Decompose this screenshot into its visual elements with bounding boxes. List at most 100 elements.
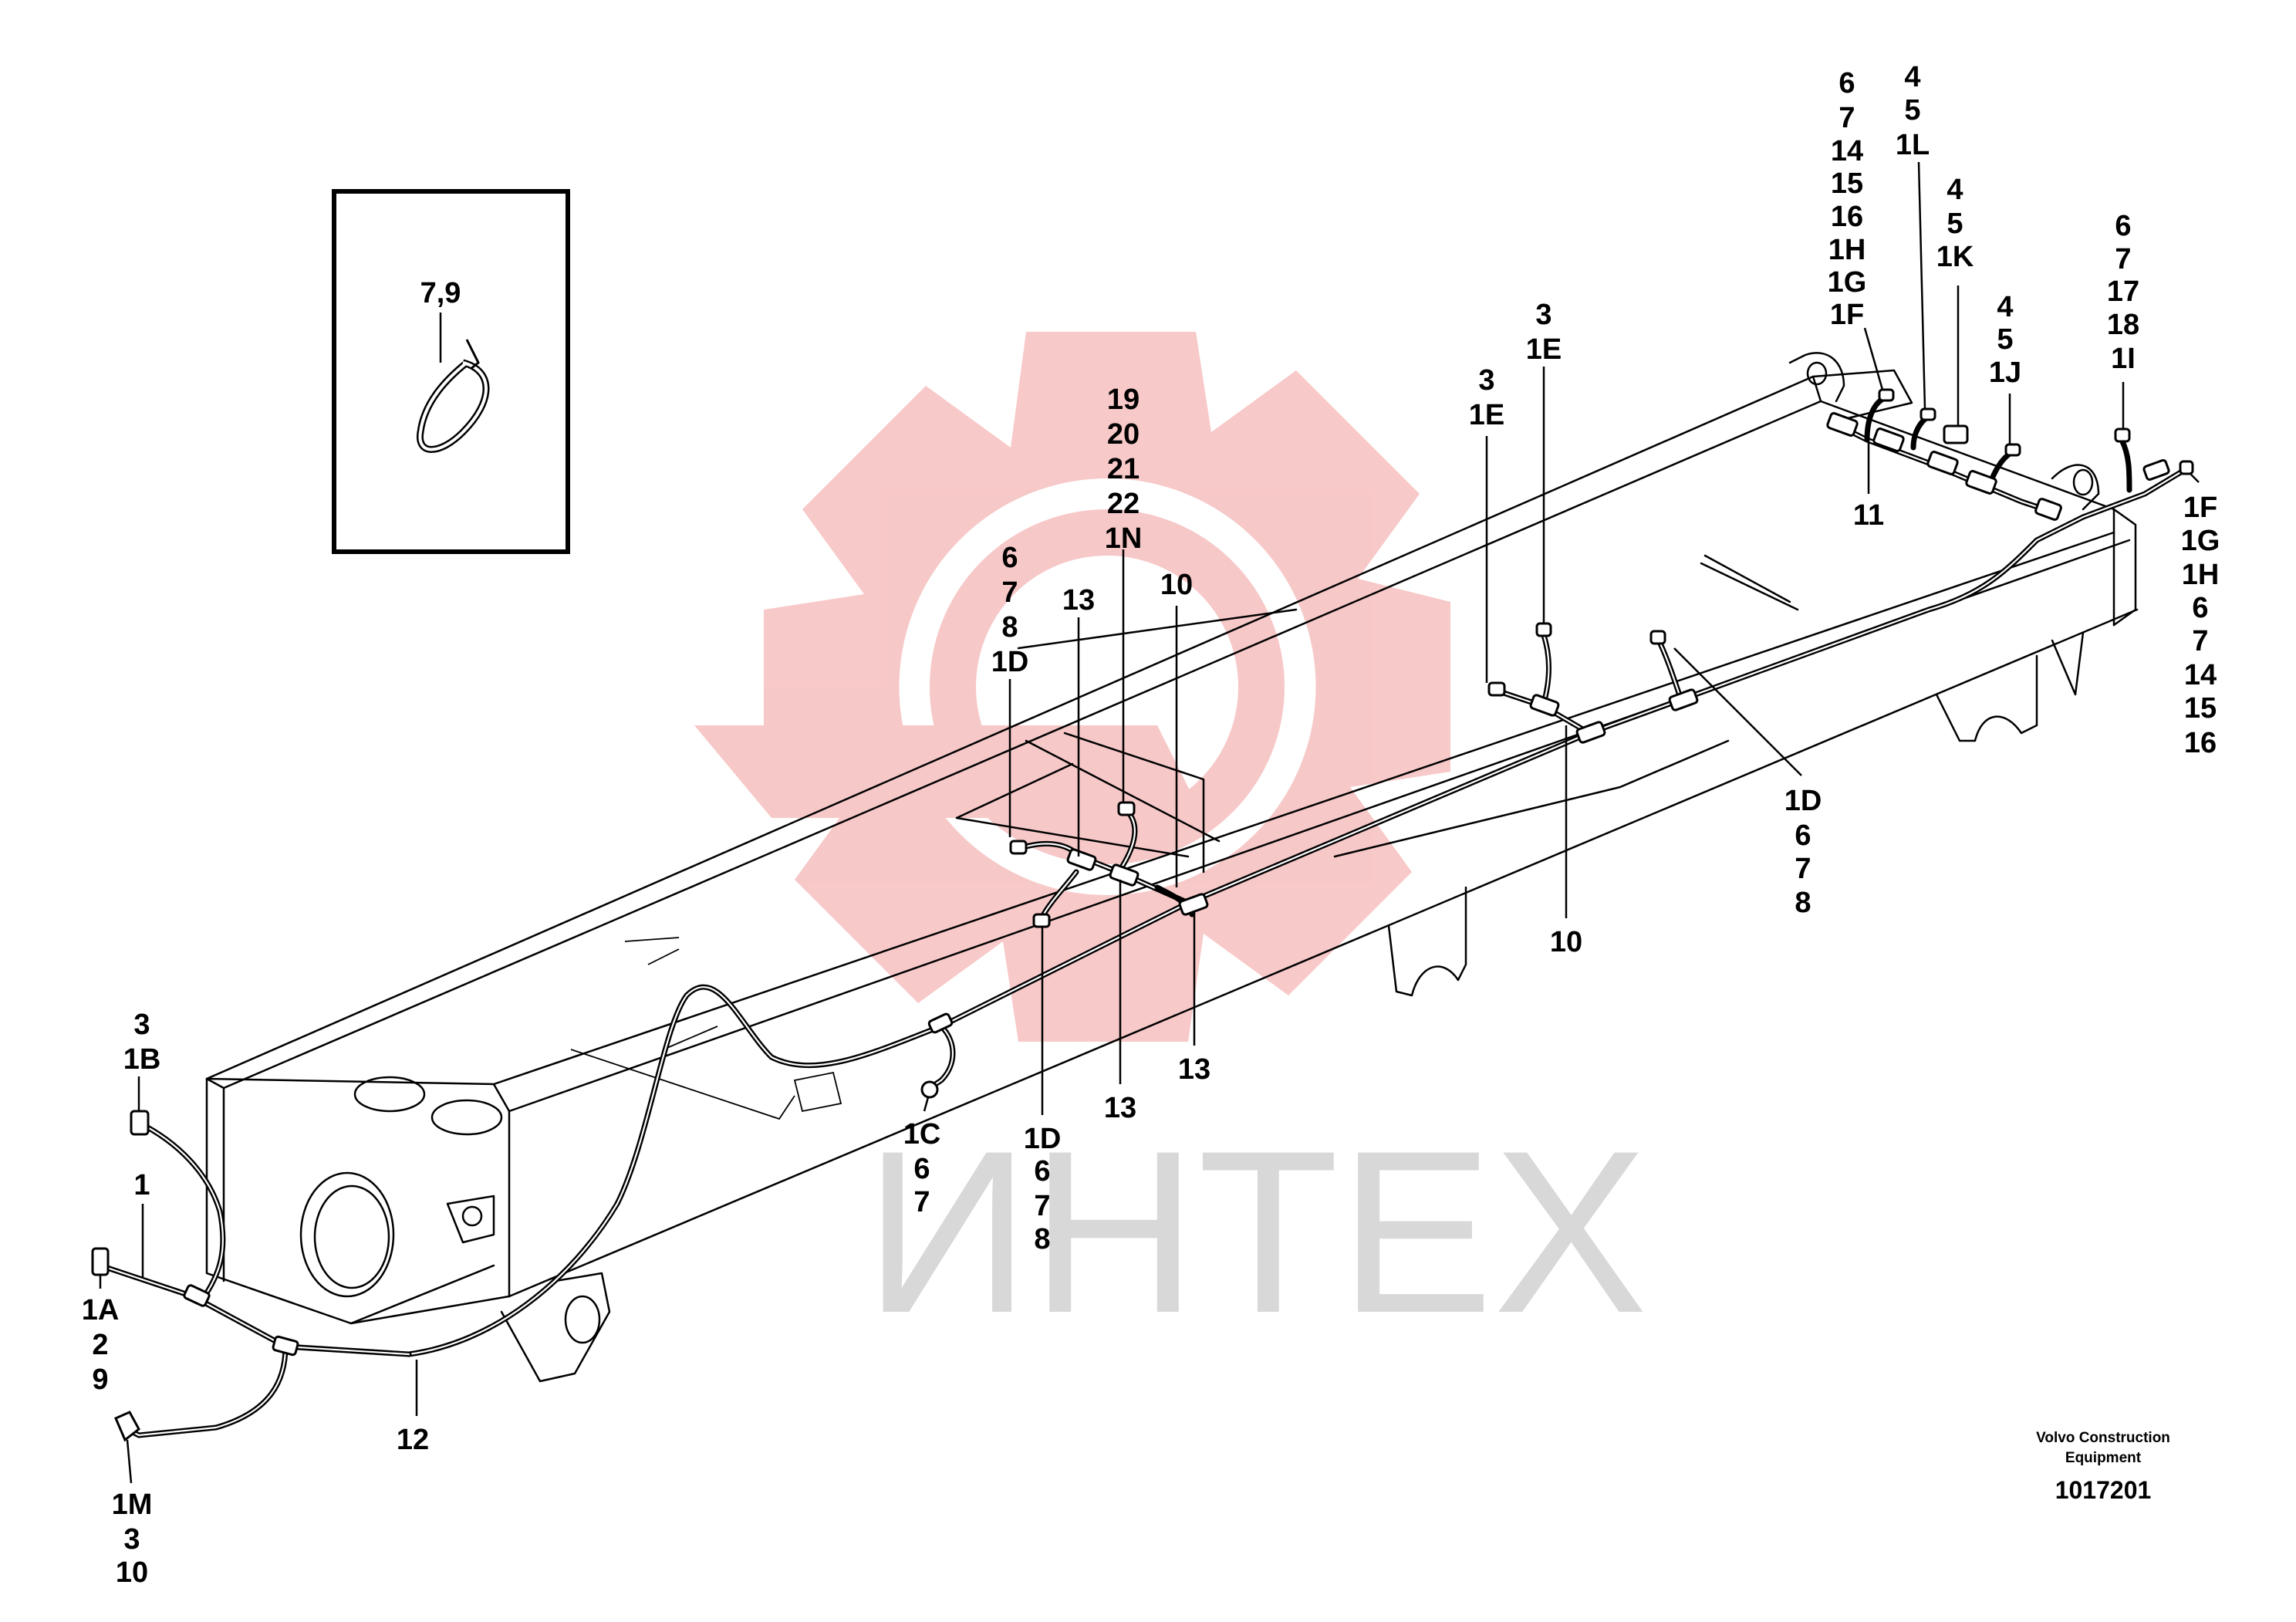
svg-text:1J: 1J (1989, 357, 2021, 389)
callout-13-bottom-right: 13 (1178, 1053, 1210, 1086)
company-name-line1: Volvo Construction (2036, 1430, 2170, 1446)
cable-tie-icon (416, 339, 490, 453)
svg-text:22: 22 (1107, 488, 1140, 520)
svg-text:15: 15 (2184, 692, 2217, 725)
svg-text:5: 5 (1947, 208, 1963, 240)
junction-right-end (2034, 498, 2062, 521)
callout-3-1b: 3 1B (123, 1009, 161, 1076)
detail-box (332, 189, 570, 554)
svg-text:1A: 1A (82, 1294, 120, 1326)
svg-text:1E: 1E (1469, 399, 1504, 431)
svg-text:14: 14 (1831, 135, 1863, 167)
svg-text:1D: 1D (991, 646, 1029, 678)
svg-text:8: 8 (1001, 611, 1018, 644)
connector-1a (91, 1247, 110, 1276)
callout-1: 1 (133, 1169, 150, 1201)
svg-text:16: 16 (2184, 727, 2217, 759)
svg-text:7: 7 (1838, 102, 1855, 134)
svg-text:7: 7 (2115, 243, 2131, 275)
svg-text:8: 8 (1795, 887, 1811, 919)
junction-2 (272, 1335, 299, 1357)
cable-harness (97, 394, 2186, 1438)
svg-text:1F: 1F (1830, 299, 1864, 331)
watermark-text: ИНТЕХ (864, 1102, 1648, 1361)
connectors (91, 388, 2194, 1442)
connector-1d-right (1649, 630, 1666, 645)
svg-text:5: 5 (1997, 323, 2013, 356)
detail-label: 7,9 (420, 277, 461, 309)
callout-labels: 19 20 21 22 1N 6 7 8 1D 13 10 3 1E 3 1E … (82, 61, 2220, 1589)
svg-text:10: 10 (1160, 569, 1193, 601)
watermark-gear-logo (694, 332, 1450, 1042)
callout-3-1e-left: 3 1E (1469, 364, 1504, 431)
connector-1m (114, 1411, 140, 1442)
svg-text:7: 7 (913, 1186, 930, 1218)
svg-text:19: 19 (1107, 384, 1140, 416)
svg-text:14: 14 (2184, 659, 2217, 691)
junction-13a (1066, 848, 1097, 871)
svg-text:5: 5 (1904, 94, 1920, 127)
watermark-chevron (694, 725, 1204, 818)
svg-text:20: 20 (1107, 418, 1140, 451)
callout-12: 12 (397, 1424, 429, 1456)
connector-1k (1943, 424, 1969, 444)
svg-text:6: 6 (1838, 67, 1855, 100)
svg-text:1I: 1I (2111, 343, 2136, 375)
leader-lines (99, 161, 2200, 1484)
connector-1c (920, 1080, 939, 1099)
connector-1e-right (1535, 622, 1552, 637)
svg-text:9: 9 (92, 1363, 108, 1396)
svg-text:13: 13 (1062, 584, 1095, 617)
junction-1 (183, 1284, 211, 1307)
svg-text:1E: 1E (1526, 333, 1562, 366)
svg-text:21: 21 (1107, 453, 1140, 485)
svg-text:3: 3 (1478, 364, 1494, 397)
callout-1d-right: 1D 6 7 8 (1784, 785, 1822, 919)
connector-1d-mid (1009, 840, 1028, 855)
junction-11a (1826, 412, 1859, 437)
svg-text:3: 3 (133, 1009, 150, 1041)
callout-11: 11 (1853, 499, 1884, 532)
svg-text:4: 4 (1904, 61, 1920, 93)
svg-text:11: 11 (1853, 499, 1884, 532)
svg-text:2: 2 (92, 1329, 108, 1361)
junction-13c (1178, 893, 1209, 916)
callout-6-1f-top: 6 7 14 15 16 1H 1G 1F (1828, 67, 1867, 331)
svg-text:16: 16 (1831, 201, 1863, 233)
svg-text:4: 4 (1997, 291, 2013, 323)
svg-text:1M: 1M (112, 1489, 153, 1521)
junction-11c (1926, 451, 1959, 475)
junction-13b (1109, 863, 1140, 887)
junction-10 (1575, 721, 1606, 744)
junction-1i (2142, 459, 2170, 481)
svg-text:7: 7 (1001, 576, 1018, 609)
boom-frame (205, 352, 2139, 1383)
svg-text:6: 6 (1034, 1155, 1050, 1188)
part-number: 1017201 (2055, 1476, 2152, 1504)
svg-text:1F: 1F (2183, 492, 2217, 524)
callout-1m: 1M 3 10 (112, 1489, 153, 1589)
svg-text:1D: 1D (1024, 1123, 1062, 1155)
callout-6-1i: 6 7 17 18 1I (2107, 210, 2139, 375)
callout-1d-mid: 1D 6 7 8 (1024, 1123, 1062, 1255)
svg-text:13: 13 (1104, 1092, 1136, 1124)
svg-text:7: 7 (2192, 625, 2208, 657)
callout-1f-right: 1F 1G 1H 6 7 14 15 16 (2181, 492, 2220, 759)
connector-1b (130, 1110, 150, 1136)
svg-text:10: 10 (116, 1556, 148, 1589)
svg-text:1B: 1B (123, 1043, 161, 1076)
callout-13-bottom-mid: 13 (1104, 1092, 1136, 1124)
callout-3-1e-right: 3 1E (1526, 299, 1562, 366)
svg-text:12: 12 (397, 1424, 429, 1456)
callout-1c: 1C 6 7 (903, 1118, 941, 1218)
callout-4-1j: 4 5 1J (1989, 291, 2021, 389)
svg-text:6: 6 (1001, 542, 1018, 574)
svg-text:3: 3 (1535, 299, 1551, 331)
junction-11b (1872, 427, 1905, 452)
svg-text:6: 6 (2192, 592, 2208, 624)
connector-1e-left (1487, 681, 1506, 697)
svg-text:13: 13 (1178, 1053, 1210, 1086)
svg-text:4: 4 (1947, 174, 1963, 206)
company-name-line2: Equipment (2065, 1450, 2142, 1466)
connector-1f-top (1878, 388, 1895, 402)
